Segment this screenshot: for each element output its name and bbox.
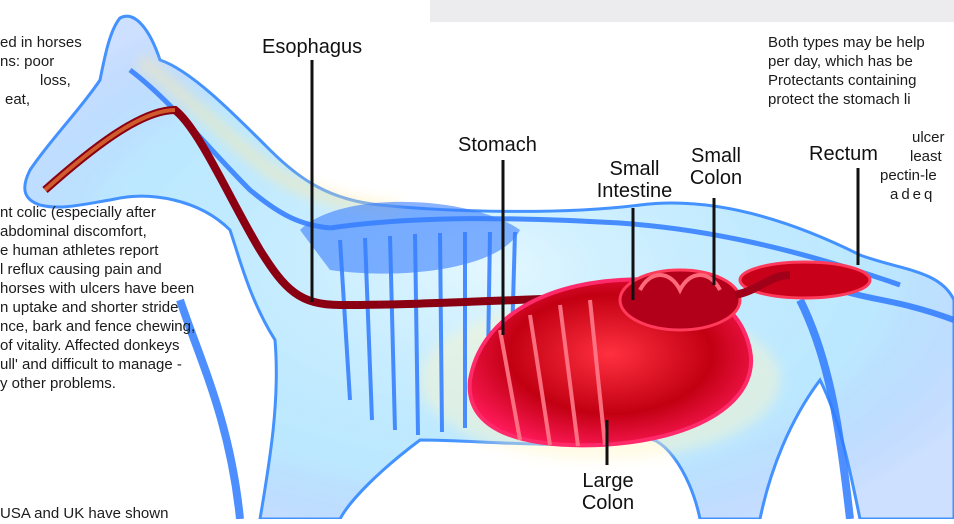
text-line: adeq: [890, 185, 954, 204]
label-line: Intestine: [587, 180, 682, 202]
text-line: per day, which has be: [768, 52, 925, 71]
text-line: Both types may be help: [768, 33, 925, 52]
label-line: Small: [683, 145, 749, 167]
label-small-colon: Small Colon: [683, 145, 749, 189]
label-large-colon: Large Colon: [572, 470, 644, 514]
label-rectum: Rectum: [809, 143, 878, 165]
text-line: ulcer: [890, 128, 954, 147]
text-line: e human athletes report: [0, 241, 195, 260]
top-left-paragraph: ed in horses ns: poor loss, eat,: [0, 33, 82, 109]
bottom-left-text: USA and UK have shown: [0, 505, 168, 524]
text-line: ull' and difficult to manage -: [0, 355, 195, 374]
text-line: pectin-le: [880, 166, 954, 185]
text-line: Protectants containing: [768, 71, 925, 90]
top-right-paragraph: Both types may be help per day, which ha…: [768, 33, 925, 109]
text-line: ed in horses: [0, 33, 82, 52]
text-line: n uptake and shorter stride: [0, 298, 195, 317]
label-line: Colon: [572, 492, 644, 514]
text-line: of vitality. Affected donkeys: [0, 336, 195, 355]
text-line: protect the stomach li: [768, 90, 925, 109]
text-line: horses with ulcers have been: [0, 279, 195, 298]
text-line: eat,: [0, 90, 82, 109]
left-middle-paragraph: nt colic (especially after abdominal dis…: [0, 203, 195, 393]
text-line: abdominal discomfort,: [0, 222, 195, 241]
text-line: l reflux causing pain and: [0, 260, 195, 279]
label-stomach: Stomach: [458, 134, 537, 156]
text-line: nt colic (especially after: [0, 203, 195, 222]
label-line: Colon: [683, 167, 749, 189]
label-esophagus: Esophagus: [262, 36, 362, 58]
top-band: [430, 0, 954, 22]
label-line: Large: [572, 470, 644, 492]
text-line: nce, bark and fence chewing,: [0, 317, 195, 336]
text-line: ns: poor: [0, 52, 82, 71]
right-middle-paragraph: ulcer least pectin-le adeq: [890, 128, 954, 204]
text-line: loss,: [0, 71, 82, 90]
text-line: least: [890, 147, 954, 166]
label-small-intestine: Small Intestine: [587, 158, 682, 202]
text-line: y other problems.: [0, 374, 195, 393]
label-line: Small: [587, 158, 682, 180]
